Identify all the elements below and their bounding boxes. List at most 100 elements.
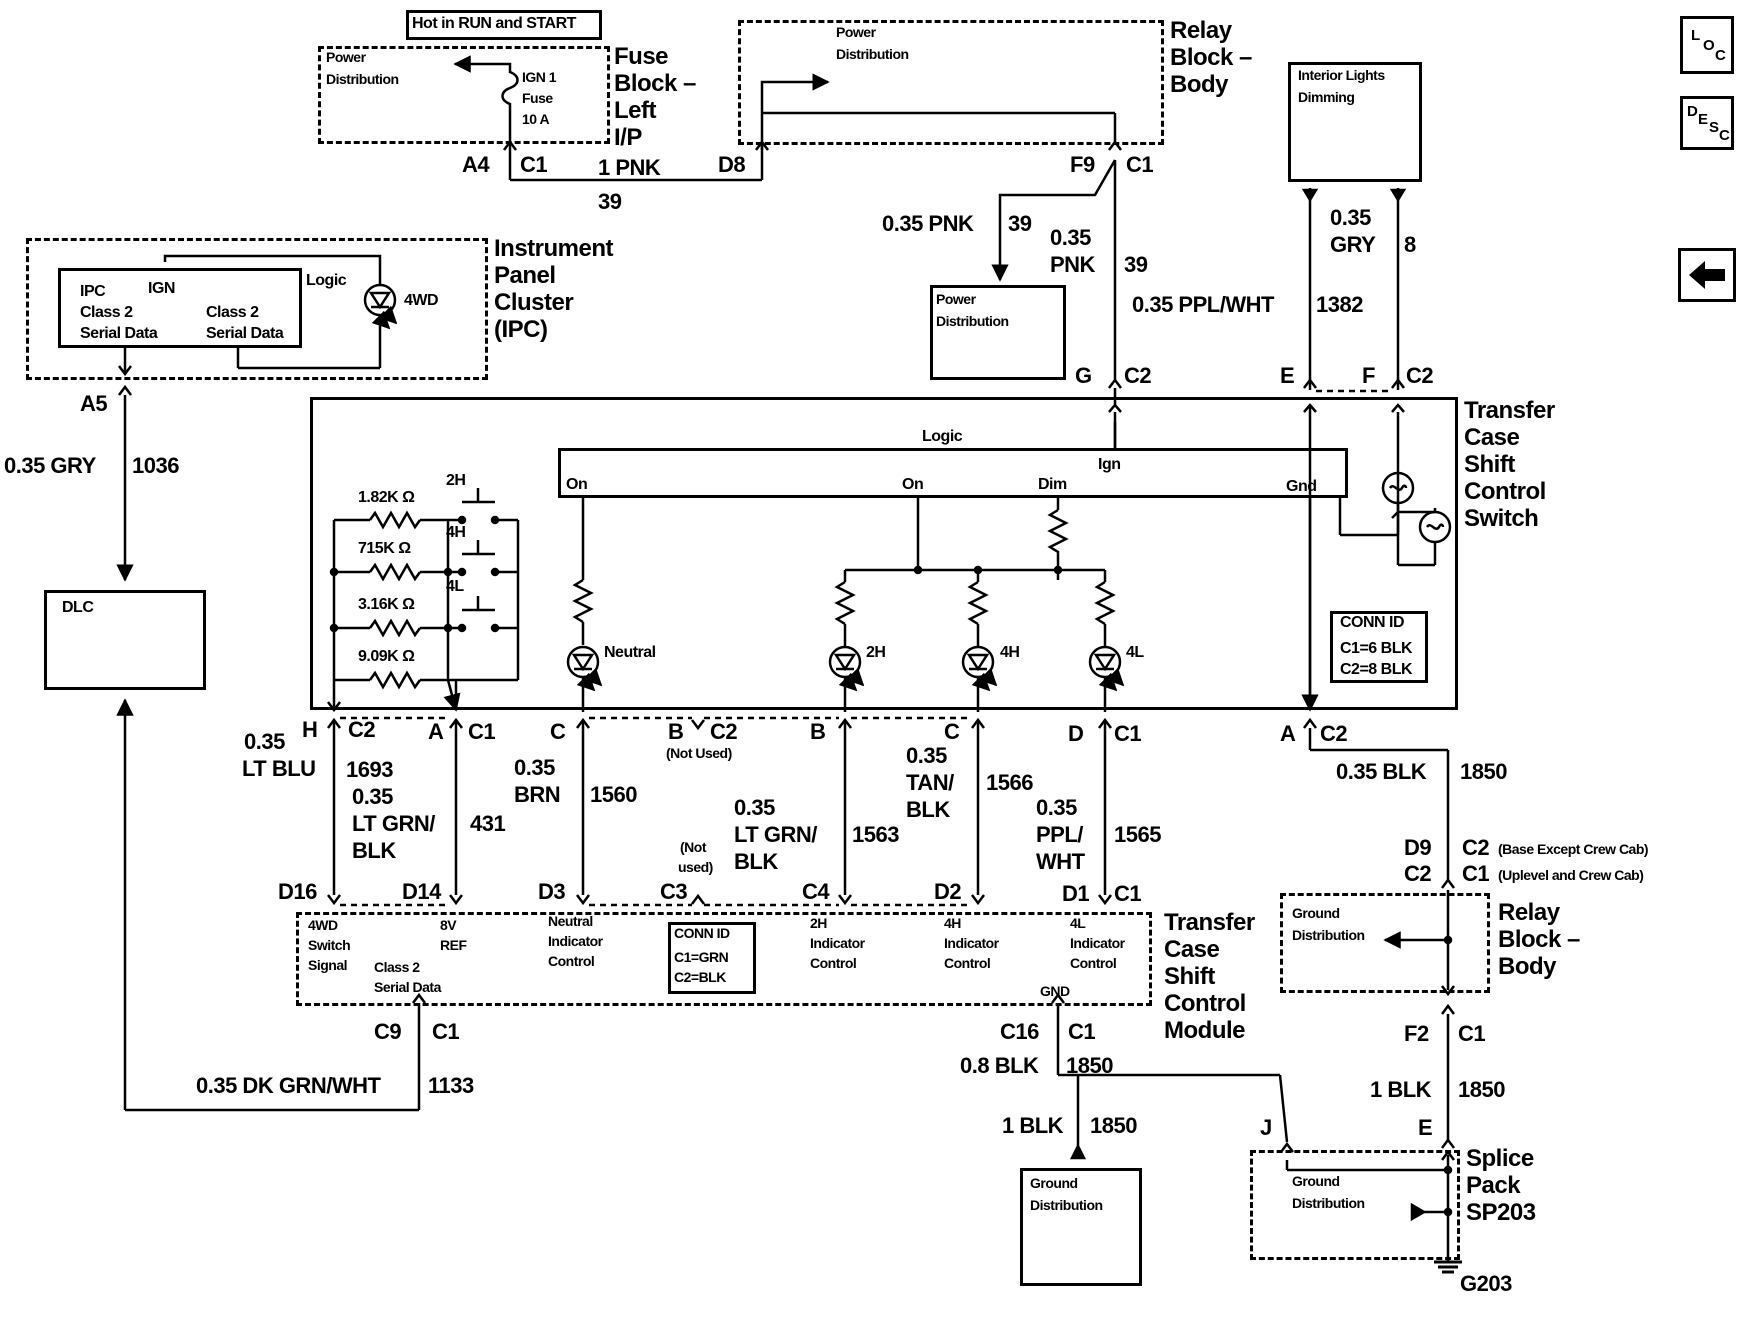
tcm-title-3: Shift	[1164, 963, 1215, 990]
module-8v-2: REF	[440, 937, 467, 953]
loc-button[interactable]: L O C	[1680, 16, 1734, 74]
wire-035-blk: 0.35 BLK	[1336, 759, 1427, 784]
pin-d1: D1	[1062, 881, 1090, 906]
pin-c16-conn: C1	[1068, 1019, 1096, 1044]
desc-button[interactable]: D E S C	[1680, 96, 1734, 150]
resistor-909k: 9.09K Ω	[358, 648, 415, 665]
ipc-dashed-box	[26, 238, 488, 380]
circuit-1693: 1693	[346, 757, 393, 782]
pin-c-2: C	[944, 719, 960, 744]
pin-b: B	[810, 719, 826, 744]
resistor-182k: 1.82K Ω	[358, 489, 415, 506]
hot-in-run-start-label: Hot in RUN and START	[412, 15, 576, 32]
ipc-ign-label: IGN	[148, 280, 175, 297]
ipc-title-2: Panel	[494, 262, 556, 289]
module-gnd: GND	[1040, 983, 1070, 999]
led-4h-label: 4H	[1000, 644, 1020, 661]
wire-ltgrn: LT GRN/	[352, 811, 435, 836]
pin-a-right-conn: C2	[1320, 721, 1348, 746]
wire-blk-b: BLK	[734, 849, 778, 874]
switch-2h-label: 2H	[446, 472, 466, 489]
on-mid-label: On	[902, 476, 924, 493]
wire-1-pnk: 1 PNK	[598, 155, 661, 180]
ipc-ipc-label: IPC	[80, 283, 106, 300]
switch-title-4: Control	[1464, 478, 1546, 505]
module-4h-2: Indicator	[944, 935, 999, 951]
pin-f9-conn: C1	[1126, 152, 1154, 177]
circuit-1850-a: 1850	[1460, 759, 1507, 784]
pin-a-conn: C1	[468, 719, 496, 744]
wire-035-brn: 0.35	[514, 755, 555, 780]
not-used-2-line1: (Not	[680, 839, 707, 855]
wire-035-ltgrn: 0.35	[352, 784, 393, 809]
pin-f9: F9	[1070, 152, 1095, 177]
pin-g-conn: C2	[1124, 363, 1152, 388]
fuse-block-title-1: Fuse	[614, 43, 669, 70]
module-2h-1: 2H	[810, 915, 827, 931]
ipc-serial-a: Serial Data	[80, 325, 158, 342]
not-used-2-line2: used)	[678, 859, 713, 875]
ground-dist-splice-2: Distribution	[1292, 1195, 1365, 1211]
ground-dist-splice-1: Ground	[1292, 1173, 1340, 1189]
module-conn-c1: C1=GRN	[674, 949, 729, 965]
fuse-block-title-3: Left	[614, 97, 657, 124]
pin-d3: D3	[538, 879, 566, 904]
module-4h-1: 4H	[944, 915, 961, 931]
splice-pack-title-3: SP203	[1466, 1199, 1536, 1226]
logic-label: Logic	[922, 428, 963, 445]
back-button[interactable]	[1678, 248, 1736, 302]
uplevel-crew-cab: (Uplevel and Crew Cab)	[1498, 867, 1644, 883]
fuse-label-1: IGN 1	[522, 69, 557, 85]
module-conn-c2: C2=BLK	[674, 969, 726, 985]
switch-title-2: Case	[1464, 424, 1520, 451]
pin-ef-conn: C2	[1406, 363, 1434, 388]
wire-blk-c: BLK	[906, 797, 950, 822]
relay-block-dashed-box	[738, 20, 1164, 145]
dlc-box	[44, 590, 206, 690]
ipc-title-1: Instrument	[494, 235, 614, 262]
fuse-label-3: 10 A	[522, 111, 550, 127]
module-conn-id-box	[668, 922, 756, 994]
relay-block-bottom-3: Body	[1498, 953, 1557, 980]
ground-dist-bottom-2: Distribution	[1030, 1197, 1103, 1213]
module-2h-2: Indicator	[810, 935, 865, 951]
ground-distribution-bottom-box	[1020, 1168, 1142, 1286]
pin-h: H	[302, 717, 318, 742]
wire-blk-a: BLK	[352, 838, 396, 863]
wire-ltblu: LT BLU	[242, 756, 316, 781]
switch-4h-label: 4H	[446, 524, 466, 541]
wire-ppl: PPL/	[1036, 822, 1083, 847]
wire-ltgrn-2: LT GRN/	[734, 822, 817, 847]
pin-b-not-used-conn: C2	[710, 719, 738, 744]
wire-pnk-b: PNK	[1050, 252, 1095, 277]
pin-f: F	[1362, 363, 1375, 388]
relay-block-title-1: Relay	[1170, 17, 1232, 44]
pd1-label-2: Distribution	[326, 71, 399, 87]
wire-brn: BRN	[514, 782, 561, 807]
pin-c: C	[550, 719, 566, 744]
relay-block-title-2: Block –	[1170, 44, 1252, 71]
led-neutral-label: Neutral	[604, 644, 656, 661]
pin-e-2: E	[1418, 1115, 1433, 1140]
logic-box	[558, 448, 1348, 498]
interior-lights-dimming-box	[1288, 62, 1422, 182]
ipc-class2-a: Class 2	[80, 304, 133, 321]
power-distribution-box	[930, 285, 1066, 380]
module-4wd-2: Switch	[308, 937, 351, 953]
pd3-label-1: Power	[936, 291, 976, 307]
hot-in-run-start-box	[406, 10, 602, 40]
pin-a5: A5	[80, 391, 108, 416]
loc-letter-c: C	[1715, 47, 1726, 64]
resistor-316k: 3.16K Ω	[358, 596, 415, 613]
relay-block-bottom-2: Block –	[1498, 926, 1580, 953]
ground-dist-top-1: Ground	[1292, 905, 1340, 921]
on-left-label: On	[566, 476, 588, 493]
pin-d2: D2	[934, 879, 962, 904]
module-2h-3: Control	[810, 955, 857, 971]
arrow-left-icon	[1689, 261, 1725, 289]
switch-4l-label: 4L	[446, 578, 464, 595]
pin-j: J	[1260, 1115, 1272, 1140]
splice-pack-dashed-box	[1250, 1150, 1460, 1260]
module-4wd-3: Signal	[308, 957, 348, 973]
pin-d16: D16	[278, 879, 317, 904]
